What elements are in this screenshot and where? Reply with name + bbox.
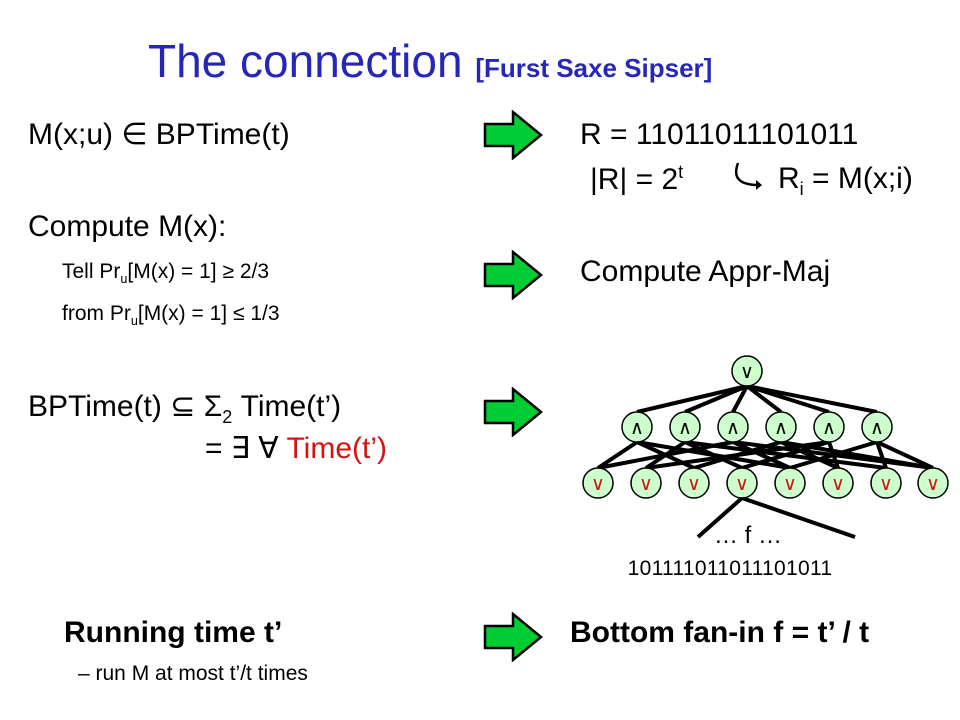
and-gate-1-symbol: ∧: [630, 417, 644, 439]
wire-and-3-to-or-5: [732, 440, 791, 470]
wire-and-5-to-or-4: [741, 440, 830, 470]
wire-top-to-and-3: [731, 385, 749, 413]
running-time: Running time t’: [64, 616, 283, 649]
wire-and-2-to-or-4: [684, 440, 743, 470]
depth-3-circuit: ∨ ∧ ∧ ∧ ∧ ∧ ∧ ∨ ∨ ∨ ∨ ∨ ∨ ∨ ∨ … f … 101111011011101011: [582, 355, 949, 580]
wire-and-1-to-or-1: [596, 440, 639, 470]
compute-heading: Compute M(x):: [28, 210, 227, 243]
fan-in-wire-left: [696, 496, 744, 539]
bptime-statement: M(x;u) ∈ BPTime(t): [28, 118, 290, 151]
or-gate-6-symbol: ∨: [831, 473, 845, 495]
ri-definition: Ri = M(x;i): [778, 162, 913, 199]
and-gate-1: ∧: [621, 411, 653, 443]
tell-line: Tell Pru[M(x) = 1] ≥ 2/3: [62, 260, 270, 287]
wire-top-to-and-4: [745, 384, 783, 414]
wire-top-to-and-1: [636, 384, 748, 414]
string-length: |R| = 2t: [590, 162, 684, 196]
wire-top-to-and-6: [746, 384, 878, 414]
or-gate-3-symbol: ∨: [687, 473, 701, 495]
and-gate-2: ∧: [669, 411, 701, 443]
wire-and-5-to-or-2: [645, 440, 830, 470]
or-gate-2: ∨: [630, 467, 662, 499]
slide-title: The connection [Furst Saxe Sipser]: [148, 36, 712, 87]
arrow-2-icon: [483, 250, 543, 300]
or-gate-8: ∨: [917, 467, 949, 499]
and-gate-5-symbol: ∧: [822, 417, 836, 439]
and-gate-4: ∧: [765, 411, 797, 443]
or-gate-top: ∨: [731, 355, 763, 387]
and-gate-6-symbol: ∧: [870, 417, 884, 439]
title-reference: [Furst Saxe Sipser]: [475, 53, 713, 83]
and-gate-2-symbol: ∧: [678, 417, 692, 439]
exists-forall-line: = ∃ ∀ Time(t’): [205, 432, 388, 465]
and-gate-6: ∧: [861, 411, 893, 443]
title-main: The connection: [148, 35, 463, 87]
arrow-1-icon: [483, 110, 543, 160]
bptime-inclusion: BPTime(t) ⊆ Σ2 Time(t’): [28, 390, 342, 427]
and-gate-3: ∧: [717, 411, 749, 443]
or-gate-6: ∨: [822, 467, 854, 499]
or-gate-1-symbol: ∨: [591, 473, 605, 495]
random-string: R = 11011011101011: [580, 118, 859, 151]
wire-and-3-to-or-1: [597, 440, 734, 470]
or-gate-4-symbol: ∨: [735, 473, 749, 495]
or-gate-5-symbol: ∨: [783, 473, 797, 495]
curved-arrow-icon: [734, 162, 762, 190]
and-gate-4-symbol: ∧: [774, 417, 788, 439]
or-gate-5: ∨: [774, 467, 806, 499]
wire-top-to-and-2: [684, 384, 748, 414]
fan-in-label: … f …: [714, 522, 782, 549]
and-gate-5: ∧: [813, 411, 845, 443]
or-gate-3: ∨: [678, 467, 710, 499]
or-gate-7-symbol: ∨: [879, 473, 893, 495]
input-bits: 101111011011101011: [628, 557, 833, 580]
or-gate-1: ∨: [582, 467, 614, 499]
wire-and-6-to-or-7: [875, 441, 888, 469]
and-gate-3-symbol: ∧: [726, 417, 740, 439]
or-gate-8-symbol: ∨: [926, 473, 940, 495]
wire-and-6-to-or-5: [789, 440, 878, 470]
fan-in-wire-right: [741, 496, 856, 539]
arrow-4-icon: [483, 612, 543, 662]
or-gate-2-symbol: ∨: [639, 473, 653, 495]
from-line: from Pru[M(x) = 1] ≤ 1/3: [62, 302, 280, 329]
or-gate-7: ∨: [870, 467, 902, 499]
wire-and-6-to-or-8: [876, 440, 934, 470]
or-gate-4: ∨: [726, 467, 758, 499]
run-m-note: – run M at most t’/t times: [78, 662, 308, 685]
or-gate-top-symbol: ∨: [740, 361, 754, 383]
appr-maj: Compute Appr-Maj: [580, 255, 831, 288]
bottom-fan-in: Bottom fan-in f = t’ / t: [570, 616, 870, 649]
arrow-3-icon: [483, 387, 543, 437]
